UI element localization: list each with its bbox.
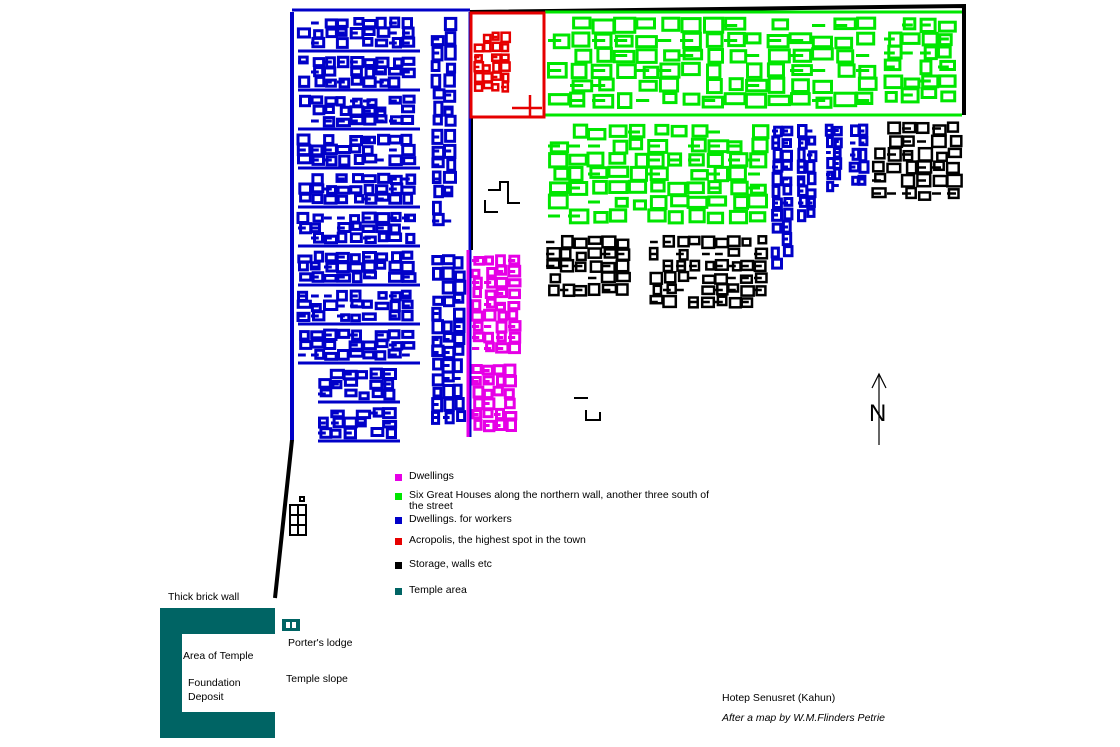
workers-dwellings-zone (296, 16, 870, 443)
legend-swatch (395, 588, 402, 595)
legend-item: Six Great Houses along the northern wall… (395, 490, 709, 512)
legend-swatch (395, 474, 402, 481)
north-arrow: N (869, 372, 887, 445)
legend-label: Dwellings. for workers (409, 513, 512, 525)
acropolis (469, 11, 546, 119)
temple-area (160, 608, 300, 738)
area-of-temple-label: Area of Temple (183, 650, 254, 662)
legend-label: Storage, walls etc (409, 558, 492, 570)
storage-zone (546, 121, 963, 309)
great-houses-zone (547, 16, 957, 225)
legend-label: Temple area (409, 584, 467, 596)
dwellings-zone (470, 254, 522, 433)
legend-swatch (395, 562, 402, 569)
legend-item: Dwellings (395, 471, 709, 482)
legend-swatch (395, 493, 402, 500)
legend-label: Six Great Houses along the northern wall… (409, 489, 710, 512)
foundation-label: Foundation (188, 677, 241, 689)
temple-slope-label: Temple slope (286, 673, 348, 685)
isolated-structures (484, 181, 601, 421)
deposit-label: Deposit (188, 691, 224, 703)
legend-item: Storage, walls etc (395, 559, 709, 570)
legend-swatch (395, 538, 402, 545)
legend-item: Dwellings. for workers (395, 514, 709, 525)
wall-storage-block (289, 496, 307, 536)
map-source: After a map by W.M.Flinders Petrie (722, 712, 885, 724)
town-walls (273, 3, 966, 599)
legend-item: Temple area (395, 585, 709, 596)
legend-label: Acropolis, the highest spot in the town (409, 534, 586, 546)
legend-swatch (395, 517, 402, 524)
porters-lodge-label: Porter's lodge (288, 637, 353, 649)
map-title: Hotep Senusret (Kahun) (722, 692, 836, 704)
legend-label: Dwellings (409, 470, 454, 482)
legend-item: Acropolis, the highest spot in the town (395, 535, 709, 546)
north-label: N (869, 400, 886, 427)
thick-wall-label: Thick brick wall (168, 591, 240, 603)
